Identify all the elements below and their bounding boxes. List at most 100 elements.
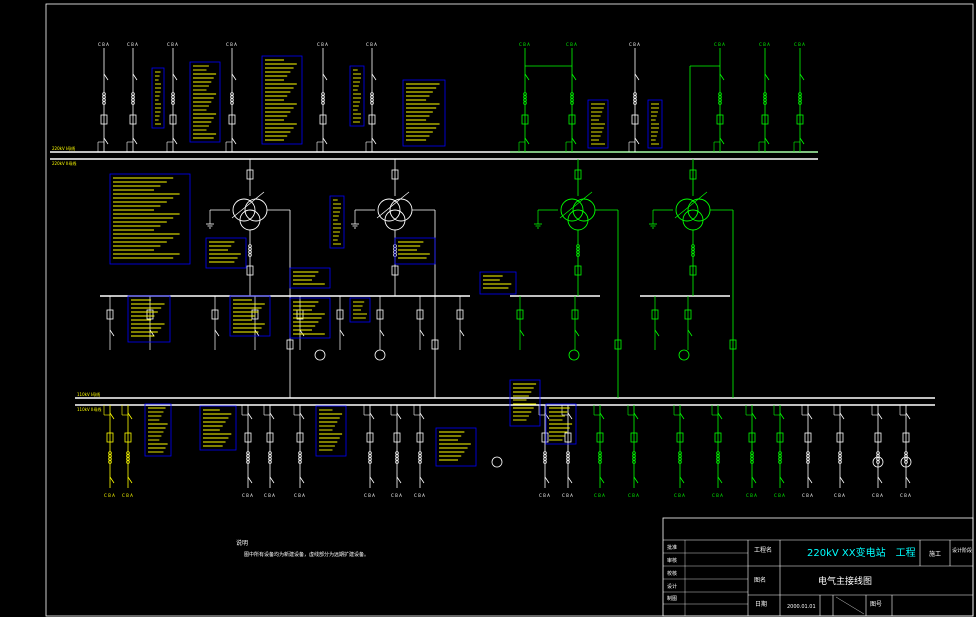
capacitor-symbol (314, 349, 326, 361)
phase-mark: C B A (242, 493, 253, 498)
circuit-breaker-symbol (211, 309, 219, 320)
disconnector-symbol (109, 476, 115, 484)
disconnector-symbol (103, 137, 109, 145)
disconnector-symbol (269, 412, 275, 420)
current-transformer-symbol (763, 101, 767, 105)
circuit-breaker-symbol (376, 309, 384, 320)
circuit-breaker-symbol (574, 265, 582, 276)
current-transformer-symbol (691, 253, 695, 257)
disconnector-symbol (371, 137, 377, 145)
current-transformer-symbol (598, 460, 602, 464)
disconnector-symbol (419, 329, 425, 337)
phase-mark: C B A (714, 42, 725, 47)
disconnector-symbol (396, 412, 402, 420)
current-transformer-symbol (246, 460, 250, 464)
equipment-label-box (199, 405, 237, 451)
circuit-breaker-symbol (319, 114, 327, 125)
circuit-breaker-symbol (251, 309, 259, 320)
current-transformer-symbol (750, 460, 754, 464)
design-label: 设计阶段 (952, 547, 972, 554)
circuit-breaker-symbol (393, 432, 401, 443)
disconnector-symbol (567, 476, 573, 484)
capacitor-symbol (568, 349, 580, 361)
phase-mark: C B A (566, 42, 577, 47)
capacitor-symbol (374, 349, 386, 361)
bus-110kv: 110kV I母线 110kV II母线 (75, 391, 935, 412)
transformer-winding (560, 198, 584, 222)
sheet-label: 图号 (870, 601, 882, 608)
disconnector-symbol (132, 137, 138, 145)
disconnector-symbol (571, 137, 577, 145)
current-transformer-symbol (718, 101, 722, 105)
phase-mark: C B A (364, 493, 375, 498)
equipment-label-box (109, 173, 191, 265)
disconnector-symbol (109, 412, 115, 420)
equipment-label-box (509, 379, 541, 427)
current-transformer-symbol (368, 460, 372, 464)
disconnector-symbol (719, 137, 725, 145)
bus-110kv-label-2: 110kV II母线 (77, 406, 101, 412)
disconnector-symbol (247, 412, 253, 420)
disconnector-symbol (299, 476, 305, 484)
phase-mark: C B A (774, 493, 785, 498)
equipment-label-box (189, 61, 221, 143)
disconnector-symbol (419, 412, 425, 420)
phase-mark: C B A (674, 493, 685, 498)
current-transformer-symbol (806, 460, 810, 464)
circuit-breaker-symbol (651, 309, 659, 320)
tap-changer-arrow (559, 191, 593, 219)
disconnector-symbol (799, 137, 805, 145)
current-transformer-symbol (418, 460, 422, 464)
current-transformer-symbol (102, 101, 106, 105)
disconnector-symbol (149, 329, 155, 337)
current-transformer-symbol (268, 460, 272, 464)
circuit-breaker-symbol (714, 432, 722, 443)
capacitor-symbol (678, 349, 690, 361)
feeders-35kv (106, 296, 693, 361)
phase-mark: C B A (414, 493, 425, 498)
disconnector-symbol (571, 73, 577, 81)
disconnector-symbol (633, 476, 639, 484)
phase-mark: C B A (391, 493, 402, 498)
disconnector-symbol (764, 73, 770, 81)
transformer-winding (377, 198, 401, 222)
phase-mark: C B A (264, 493, 275, 498)
equipment-label-box (394, 237, 436, 265)
current-transformer-symbol (131, 101, 135, 105)
equipment-label-box (261, 55, 303, 145)
circuit-breaker-symbol (874, 432, 882, 443)
current-transformer-symbol (171, 101, 175, 105)
equipment-label-box (289, 297, 331, 339)
disconnector-symbol (322, 137, 328, 145)
equipment-label-boxes (109, 55, 663, 467)
circuit-breaker-symbol (521, 114, 529, 125)
disconnector-symbol (339, 329, 345, 337)
circuit-breaker-symbol (336, 309, 344, 320)
title-block-role-label: 审核 (667, 557, 677, 564)
circuit-breaker-symbol (456, 309, 464, 320)
disconnector-symbol (679, 476, 685, 484)
current-transformer-symbol (570, 101, 574, 105)
disconnector-symbol (719, 73, 725, 81)
phase-mark: C B A (127, 42, 138, 47)
disconnector-symbol (634, 137, 640, 145)
disconnector-symbol (764, 137, 770, 145)
disconnector-symbol (231, 137, 237, 145)
phase-mark: C B A (122, 493, 133, 498)
disconnector-symbol (396, 476, 402, 484)
disconnector-symbol (254, 329, 260, 337)
circuit-breaker-symbol (100, 114, 108, 125)
phase-mark: C B A (539, 493, 550, 498)
phase-mark: C B A (872, 493, 883, 498)
current-transformer-symbol (576, 253, 580, 257)
circuit-breaker-symbol (716, 114, 724, 125)
phase-mark: C B A (759, 42, 770, 47)
current-transformer-symbol (395, 460, 399, 464)
pt-symbol (872, 456, 884, 468)
disconnector-symbol (524, 73, 530, 81)
project-label: 工程名 (754, 546, 772, 554)
equipment-label-box (402, 79, 446, 147)
circuit-breaker-symbol (286, 339, 294, 350)
current-transformer-symbol (108, 460, 112, 464)
